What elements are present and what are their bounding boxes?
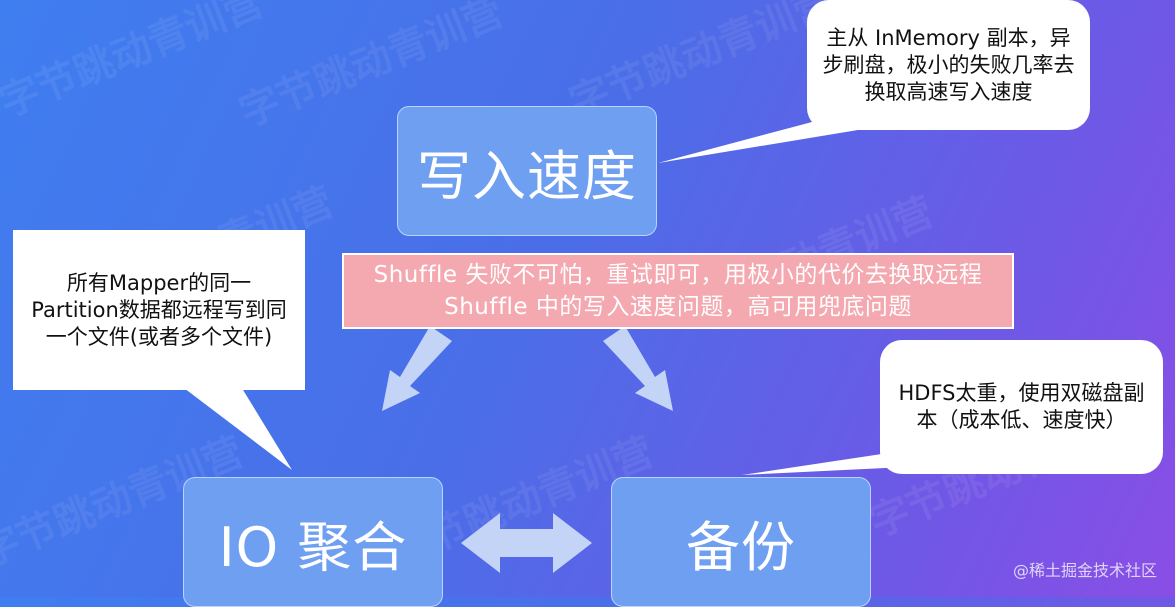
arrow-to-backup (603, 326, 673, 411)
node-backup: 备份 (611, 477, 871, 607)
callout-top-right-text: 主从 InMemory 副本，异步刷盘，极小的失败几率去换取高速写入速度 (822, 25, 1075, 104)
summary-banner: Shuffle 失败不可怕，重试即可，用极小的代价去换取远程 Shuffle 中… (342, 253, 1014, 329)
callout-bottom-right: HDFS太重，使用双磁盘副本（成本低、速度快） (880, 340, 1163, 474)
node-write-speed: 写入速度 (397, 106, 657, 236)
callout-bottom-right-text: HDFS太重，使用双磁盘副本（成本低、速度快） (898, 381, 1145, 432)
callout-top-right: 主从 InMemory 副本，异步刷盘，极小的失败几率去换取高速写入速度 (807, 0, 1090, 130)
callout-tail-top-right (658, 118, 870, 163)
source-credit: @稀土掘金技术社区 (1012, 561, 1157, 580)
node-io-aggregation: IO 聚合 (183, 477, 443, 607)
double-arrow-io-backup (461, 513, 592, 573)
callout-left: 所有Mapper的同一Partition数据都远程写到同一个文件(或者多个文件) (13, 230, 305, 390)
callout-tail-left (180, 385, 292, 470)
callout-left-text: 所有Mapper的同一Partition数据都远程写到同一个文件(或者多个文件) (31, 270, 287, 349)
summary-banner-text: Shuffle 失败不可怕，重试即可，用极小的代价去换取远程 Shuffle 中… (373, 262, 983, 320)
arrow-to-io-aggregation (382, 326, 452, 411)
